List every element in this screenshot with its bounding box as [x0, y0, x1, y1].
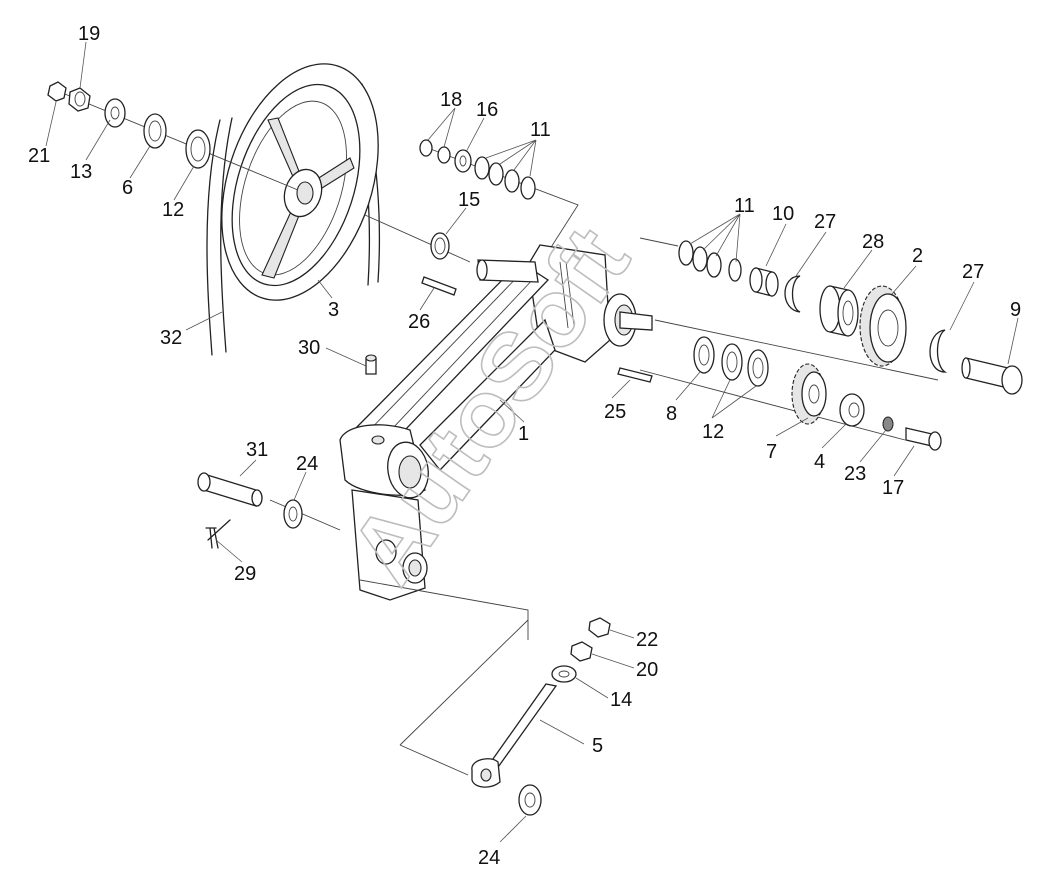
callout-21: 21: [28, 145, 50, 167]
bearing-28: [819, 285, 859, 337]
callout-22: 22: [636, 629, 658, 651]
circlip-27-b: [929, 329, 948, 373]
axis-line-left-lower: [269, 499, 529, 776]
grease-fitting-30: [365, 354, 377, 375]
callout-14: 14: [610, 689, 632, 711]
callout-25: 25: [604, 401, 626, 423]
pulley-3: [221, 63, 379, 301]
cotter-pin-29: [205, 519, 231, 549]
nut-21: [47, 81, 67, 102]
callout-5: 5: [592, 735, 603, 757]
callout-6: 6: [122, 177, 133, 199]
arm-1: [339, 244, 653, 601]
bolt-17: [905, 427, 942, 451]
callout-15: 15: [458, 189, 480, 211]
circlip-27-a: [784, 275, 801, 313]
callout-8: 8: [666, 403, 677, 425]
sprocket-2: [859, 285, 907, 367]
nut-20: [570, 641, 593, 662]
callout-4: 4: [814, 451, 825, 473]
callout-31: 31: [246, 439, 268, 461]
washer-11-upper: [474, 156, 536, 200]
spacer-4: [839, 393, 865, 427]
nut-22: [588, 617, 611, 638]
callout-18: 18: [440, 89, 462, 111]
axis-line-upper-middle: [364, 144, 579, 263]
pin-26: [421, 276, 457, 296]
callout-11-upper: 11: [530, 119, 551, 141]
nut-18-b: [437, 146, 451, 164]
callout-13: 13: [70, 161, 92, 183]
callout-27-a: 27: [814, 211, 836, 233]
washer-24-upper: [283, 499, 303, 529]
callout-28: 28: [862, 231, 884, 253]
oring-15: [430, 232, 450, 260]
axis-line-upper-left: [59, 91, 299, 191]
callout-24-lower: 24: [478, 847, 500, 869]
rod-5: [471, 683, 558, 788]
sprocket-7: [791, 363, 827, 425]
washer-6: [143, 113, 167, 149]
shaft-9: [961, 357, 1023, 395]
axis-line-right: [639, 237, 939, 441]
callout-23: 23: [844, 463, 866, 485]
leader-lines: [45, 41, 1019, 843]
callout-26: 26: [408, 311, 430, 333]
callout-9: 9: [1010, 299, 1021, 321]
callout-29: 29: [234, 563, 256, 585]
washer-12-b: [747, 349, 769, 387]
pin-25: [617, 367, 653, 383]
callout-7: 7: [766, 441, 777, 463]
callout-16: 16: [476, 99, 498, 121]
callout-17: 17: [882, 477, 904, 499]
callout-3: 3: [328, 299, 339, 321]
callout-27-b: 27: [962, 261, 984, 283]
washer-11-right: [678, 240, 742, 282]
callout-12-right: 12: [702, 421, 724, 443]
nut-23: [882, 416, 894, 432]
callout-19: 19: [78, 23, 100, 45]
callout-12-left: 12: [162, 199, 184, 221]
washer-12-left: [185, 129, 211, 169]
pin-31: [197, 472, 263, 507]
washer-24-lower: [518, 784, 542, 816]
nut-18-a: [419, 139, 433, 157]
washer-8: [693, 336, 715, 374]
callout-11-right: 11: [734, 195, 755, 217]
callout-10: 10: [772, 203, 794, 225]
callout-30: 30: [298, 337, 320, 359]
callout-2: 2: [912, 245, 923, 267]
callout-32: 32: [160, 327, 182, 349]
nut-19: [68, 87, 91, 112]
washer-16: [454, 149, 472, 173]
bushing-10: [749, 267, 779, 297]
callouts: 19 21 13 6 12 18 16 11 15 26 32 3 30 11 …: [28, 23, 1021, 869]
callout-1: 1: [518, 423, 529, 445]
washer-14: [551, 665, 577, 683]
callout-24-upper: 24: [296, 453, 318, 475]
callout-20: 20: [636, 659, 658, 681]
washer-12-a: [721, 343, 743, 381]
